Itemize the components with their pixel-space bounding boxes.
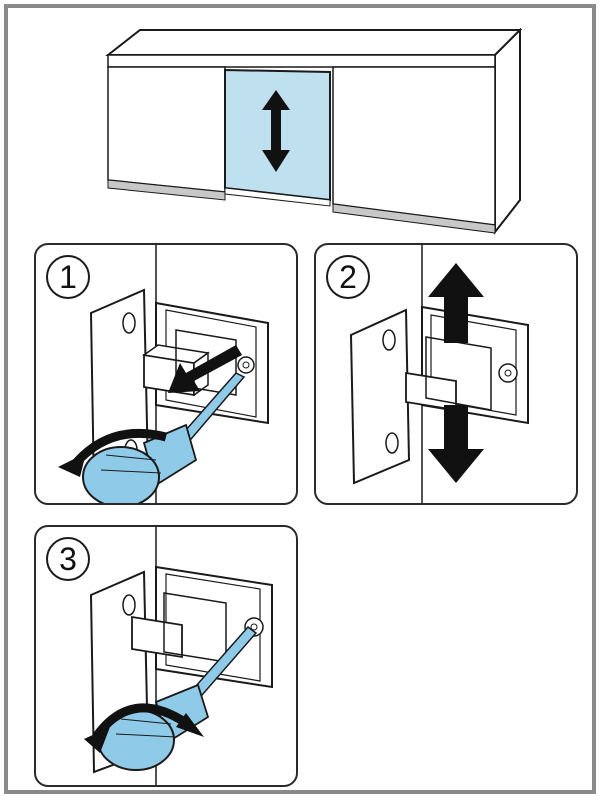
right-plinth bbox=[332, 203, 496, 234]
step-1-panel: 1 bbox=[34, 243, 298, 505]
worktop-surface bbox=[105, 29, 523, 56]
screwdriver-icon bbox=[82, 372, 246, 503]
push-arrow-icon bbox=[168, 345, 242, 393]
worktop-edge bbox=[107, 54, 496, 68]
up-down-arrow-icon bbox=[262, 90, 290, 172]
rotate-arrow-icon bbox=[92, 703, 189, 740]
step-number: 2 bbox=[326, 255, 370, 299]
step-2-illustration bbox=[349, 245, 529, 503]
step-2-panel: 2 bbox=[314, 243, 578, 505]
left-cabinet bbox=[107, 66, 226, 193]
step-number: 3 bbox=[46, 537, 90, 581]
step-number: 1 bbox=[46, 255, 90, 299]
step-3-illustration bbox=[84, 527, 273, 785]
screwdriver-icon bbox=[97, 625, 258, 771]
up-down-arrow-icon bbox=[428, 263, 484, 483]
cabinet-side bbox=[494, 27, 521, 235]
step-3-panel: 3 bbox=[34, 525, 298, 787]
right-cabinet bbox=[332, 66, 496, 226]
left-plinth bbox=[107, 179, 226, 201]
step-1-illustration bbox=[58, 245, 269, 503]
